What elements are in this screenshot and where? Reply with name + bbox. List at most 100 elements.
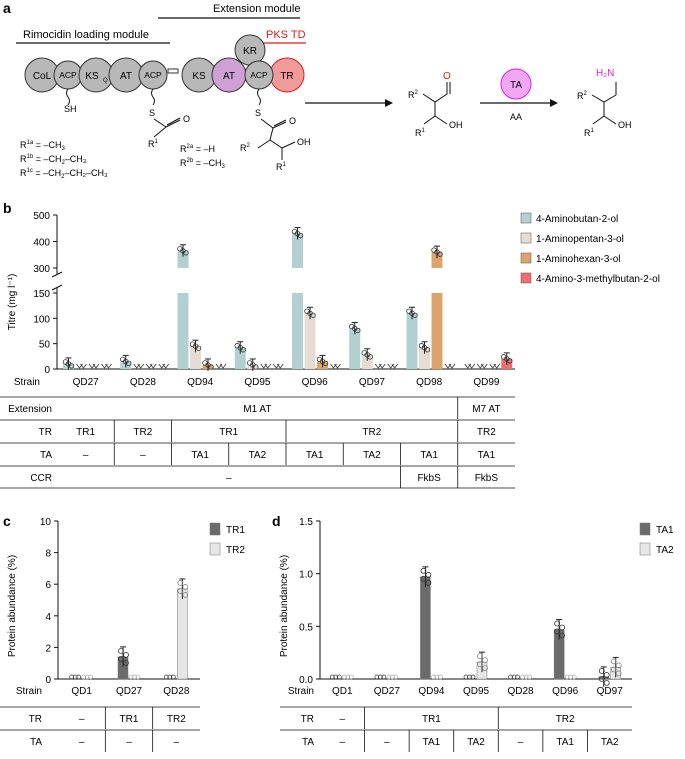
zero-point	[132, 674, 137, 680]
replicate-point	[367, 354, 373, 360]
cell-tr-0: –	[79, 714, 85, 725]
tether-2	[151, 88, 155, 106]
zero-point	[508, 674, 513, 680]
y-tick-label: 4	[45, 612, 51, 623]
y-axis-title-c: Protein abundance (%)	[7, 555, 18, 657]
strain-label: QD95	[463, 686, 490, 697]
replicate-point	[182, 584, 189, 590]
zero-point	[84, 674, 90, 680]
strain-label: QD27	[116, 686, 143, 697]
zero-point	[69, 674, 75, 680]
zero-marker	[158, 363, 170, 369]
replicate-point	[477, 661, 483, 668]
legend-label: 4-Amino-3-methylbutan-2-ol	[536, 274, 660, 285]
cell-ta-0: –	[83, 450, 89, 461]
r1-label-3: R1	[415, 128, 426, 138]
kr-label: KR	[243, 46, 257, 57]
zero-point	[336, 674, 342, 680]
legend-label: TR2	[226, 545, 245, 556]
r1b-text: R1b = –CH2–CH₃	[20, 154, 87, 166]
legend-swatch	[520, 252, 532, 264]
row-label-strain: Strain	[288, 686, 314, 697]
extension-module-label: Extension module	[213, 3, 300, 15]
y-tick-label: 300	[33, 264, 50, 275]
bars-c	[69, 578, 189, 680]
bar	[292, 293, 303, 369]
y-tick-label: 1.0	[299, 570, 313, 581]
bar	[431, 293, 443, 369]
sh-label: SH	[64, 104, 77, 114]
y-axis-title-d: Protein abundance (%)	[279, 555, 290, 657]
bar	[190, 346, 201, 369]
intermediate-bonds	[257, 118, 296, 160]
ta-label: TA	[510, 80, 522, 91]
replicate-point	[482, 657, 488, 664]
zero-marker	[101, 363, 112, 369]
replicate-point	[183, 250, 189, 256]
strain-label: QD94	[418, 686, 445, 697]
cell-ta-0: –	[340, 737, 346, 748]
zero-point	[167, 674, 173, 680]
cell-ccr-2: FkbS	[475, 473, 499, 484]
zero-point	[378, 674, 383, 680]
strain-label: QD99	[473, 377, 500, 388]
axis-break-marks	[51, 271, 63, 291]
col-label: CoL	[33, 71, 52, 82]
strain-label: QD27	[374, 686, 401, 697]
strain-label: QD1	[71, 686, 92, 697]
zero-point	[381, 674, 387, 680]
panel-label-b: b	[3, 200, 12, 216]
zero-point	[76, 674, 82, 680]
replicate-point	[437, 251, 443, 257]
bar	[420, 576, 431, 680]
strain-label: QD28	[508, 686, 535, 697]
ks-label: KS	[192, 71, 206, 82]
y-tick-label: 0	[45, 675, 51, 686]
zero-point	[564, 674, 570, 680]
replicate-point	[425, 571, 432, 578]
zero-point	[393, 674, 399, 680]
replicate-point	[559, 624, 566, 631]
zero-point	[467, 674, 472, 680]
replicate-point	[310, 312, 316, 318]
row-label-ccr: CCR	[30, 473, 52, 484]
replicate-point	[118, 655, 124, 662]
cell-ta-7: TA1	[478, 450, 496, 461]
zero-marker	[272, 363, 284, 369]
legend-swatch	[639, 542, 651, 556]
legend-label: TA2	[656, 545, 674, 556]
cell-ta-6: TA1	[420, 450, 438, 461]
replicate-point	[425, 579, 432, 586]
replicate-point	[482, 665, 488, 672]
tether-3	[257, 88, 261, 106]
acp-label-2: ACP	[144, 70, 162, 80]
acp-label-3: ACP	[250, 70, 268, 80]
cell-tr-4: TR2	[477, 427, 496, 438]
bar	[419, 347, 430, 369]
legend-swatch	[520, 272, 532, 284]
replicate-point	[610, 658, 617, 665]
replicate-point	[123, 651, 129, 658]
legend-swatch	[520, 232, 532, 244]
s-label-2: S	[255, 108, 261, 118]
strain-label: QD27	[73, 377, 100, 388]
cell-tr-2: TR2	[556, 714, 575, 725]
r2b-text: R2b = –CH3	[180, 158, 225, 170]
row-label-strain: Strain	[14, 377, 40, 388]
replicate-point	[126, 360, 132, 367]
row-label-ta: TA	[30, 737, 42, 748]
replicate-point	[177, 588, 184, 594]
cell-extension-0: M1 AT	[243, 404, 271, 415]
panel-label-a: a	[3, 0, 11, 16]
zero-point	[571, 674, 577, 680]
panel-d: d Protein abundance (%) 0.00.51.01.5 TA1…	[272, 513, 674, 752]
y-tick-label: 150	[33, 289, 50, 300]
cell-ccr-0: –	[226, 473, 232, 484]
bars-b	[62, 227, 513, 371]
cell-tr-2: TR2	[167, 714, 186, 725]
zero-marker	[215, 363, 227, 369]
